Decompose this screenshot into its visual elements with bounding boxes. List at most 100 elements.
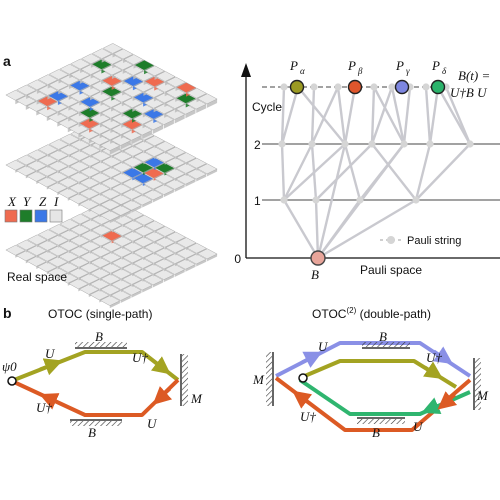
pauli-tile-i xyxy=(58,166,80,177)
svg-text:OTOC(2) (double-path): OTOC(2) (double-path) xyxy=(312,306,431,321)
pauli-tile-y xyxy=(122,108,143,119)
pauli-tile-i xyxy=(59,133,80,145)
tile-side xyxy=(185,179,196,187)
tile-side xyxy=(142,200,153,208)
pauli-tile-i xyxy=(89,183,111,194)
pauli-string-legend-label: Pauli string xyxy=(407,235,461,247)
double-b-bottom-label: B xyxy=(372,425,380,440)
pauli-tile-i xyxy=(90,150,112,162)
pauli-string-node xyxy=(356,196,364,204)
pauli-tile-i xyxy=(58,177,79,188)
pauli-tile-i xyxy=(144,65,166,77)
pauli-tile-i xyxy=(47,101,69,113)
pauli-tile-i xyxy=(175,163,197,174)
p-gamma-letter: P xyxy=(395,58,404,73)
double-b-top-hatch xyxy=(362,342,410,347)
pauli-edge xyxy=(428,86,440,145)
pauli-tile-i xyxy=(100,188,122,200)
pauli-tile-i xyxy=(90,161,112,173)
pauli-tile-i xyxy=(58,107,79,118)
double-m-left-label: M xyxy=(252,372,265,387)
pauli-tile-i xyxy=(79,251,101,263)
pauli-tile-i xyxy=(58,262,79,273)
tile-side xyxy=(185,264,196,272)
pauli-tile-i xyxy=(89,134,110,146)
pauli-tile-i xyxy=(112,225,134,236)
pauli-tile-x xyxy=(79,118,100,129)
pauli-tile-i xyxy=(5,244,26,256)
pauli-tile-i xyxy=(111,91,133,103)
pauli-tile-i xyxy=(122,97,143,109)
pauli-edge xyxy=(280,86,300,145)
pauli-edge xyxy=(343,143,362,201)
otoc-double-title-main: OTOC xyxy=(312,307,347,321)
pauli-tile-i xyxy=(47,182,68,193)
pauli-tile-i xyxy=(165,87,186,99)
pauli-tile-i xyxy=(133,236,155,248)
pauli-tile-z xyxy=(143,108,164,120)
tile-side xyxy=(153,195,164,203)
tile-side xyxy=(109,215,120,224)
pauli-tile-i xyxy=(143,97,165,109)
pauli-tile-i xyxy=(175,258,197,270)
p-alpha-sub: α xyxy=(300,66,305,76)
single-u-bottom-label: U xyxy=(147,416,158,431)
pauli-edge xyxy=(370,86,394,145)
legend-i-label: I xyxy=(53,194,59,209)
pauli-edge xyxy=(371,143,417,201)
pauli-tile-x xyxy=(144,76,165,87)
pauli-tile-i xyxy=(123,65,144,76)
single-psi0-label: ψ0 xyxy=(2,359,17,374)
pauli-tile-i xyxy=(15,165,37,177)
pauli-string-node xyxy=(412,196,420,204)
otoc-double-title: OTOC(2) (double-path) xyxy=(312,306,431,321)
cycle-axis-label: Cycle xyxy=(252,100,282,114)
pauli-tile-i xyxy=(165,157,186,169)
pauli-tile-i xyxy=(112,81,133,92)
pauli-tile-i xyxy=(122,230,144,242)
pauli-tile-i xyxy=(68,123,89,135)
pauli-tile-i xyxy=(110,194,132,205)
pauli-tile-i xyxy=(144,220,166,232)
bottom-node-label: B xyxy=(311,267,319,282)
double-arrow-orange-left xyxy=(292,390,313,409)
pauli-tile-i xyxy=(68,182,90,194)
single-arrow-udag-top xyxy=(150,356,171,375)
tile-side xyxy=(196,174,207,182)
pauli-legend: X Y Z I xyxy=(4,194,63,223)
tile-side xyxy=(131,290,142,298)
pauli-string-node xyxy=(280,196,288,204)
single-b-top-hatch xyxy=(75,342,127,347)
pauli-tile-i xyxy=(69,91,90,102)
pauli-tile-i xyxy=(143,119,164,131)
pauli-tile-i xyxy=(110,205,132,216)
pauli-tile-x xyxy=(121,119,143,130)
pauli-tile-i xyxy=(68,171,90,183)
pauli-tile-i xyxy=(48,234,69,246)
pauli-edge xyxy=(424,86,432,145)
pauli-tile-i xyxy=(80,53,102,65)
pauli-tile-i xyxy=(143,242,165,253)
pauli-edge xyxy=(402,86,412,145)
pauli-tile-y xyxy=(134,59,155,71)
pauli-tile-i xyxy=(112,151,133,162)
single-b-bottom-hatch xyxy=(70,421,122,426)
double-arrow-u-blue xyxy=(301,351,323,368)
pauli-edge xyxy=(315,143,373,201)
single-u-top-label: U xyxy=(45,346,56,361)
pauli-tile-i xyxy=(132,279,153,291)
p-beta-letter: P xyxy=(347,58,356,73)
single-udag-bottom-label: U† xyxy=(36,400,52,415)
pauli-tile-i xyxy=(57,187,79,199)
pauli-tile-i xyxy=(154,236,176,248)
pauli-tile-i xyxy=(68,267,90,279)
pauli-edge xyxy=(310,86,316,145)
graph-edges xyxy=(280,86,472,260)
pauli-tile-i xyxy=(133,70,155,82)
heisenberg-rhs: U†B U xyxy=(450,85,488,100)
pauli-tile-x xyxy=(101,230,123,242)
pauli-edge xyxy=(444,86,472,145)
pauli-tile-i xyxy=(164,98,186,109)
pauli-tile-i xyxy=(26,234,48,246)
